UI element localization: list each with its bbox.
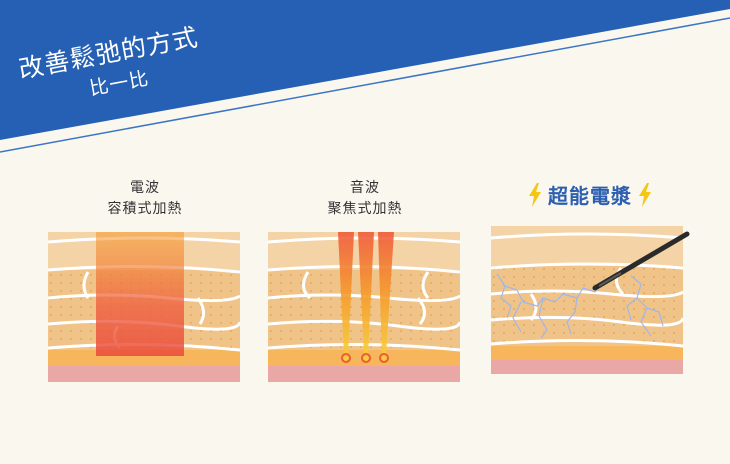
skin-diagram-ultrasound [268, 232, 460, 382]
ultrasound-type: 聚焦式加熱 [327, 201, 403, 217]
skin-diagram-plasma [491, 226, 690, 374]
ultrasound-beam [338, 232, 354, 356]
rf-heating-zone [96, 232, 184, 356]
method-caption-plasma: 超能電漿 [510, 180, 670, 209]
plasma-name: 超能電漿 [548, 184, 632, 208]
lightning-bolt-icon [529, 182, 541, 207]
banner-shape [0, 0, 730, 153]
focal-point [341, 353, 351, 363]
method-caption-rf: 電波 容積式加熱 [70, 178, 220, 220]
probe-highlight [598, 272, 622, 287]
skin-diagram-rf [48, 232, 240, 382]
focal-point [379, 353, 389, 363]
method-caption-ultrasound: 音波 聚焦式加熱 [290, 178, 440, 220]
lightning-bolt-icon [639, 182, 651, 207]
ultrasound-name: 音波 [350, 180, 380, 196]
rf-name: 電波 [130, 180, 160, 196]
focal-point [361, 353, 371, 363]
ultrasound-beam [358, 232, 374, 356]
header-banner: 改善鬆弛的方式 比一比 [0, 0, 730, 160]
ultrasound-beam [378, 232, 394, 356]
plasma-discharge [496, 273, 664, 339]
rf-type: 容積式加熱 [107, 201, 183, 217]
